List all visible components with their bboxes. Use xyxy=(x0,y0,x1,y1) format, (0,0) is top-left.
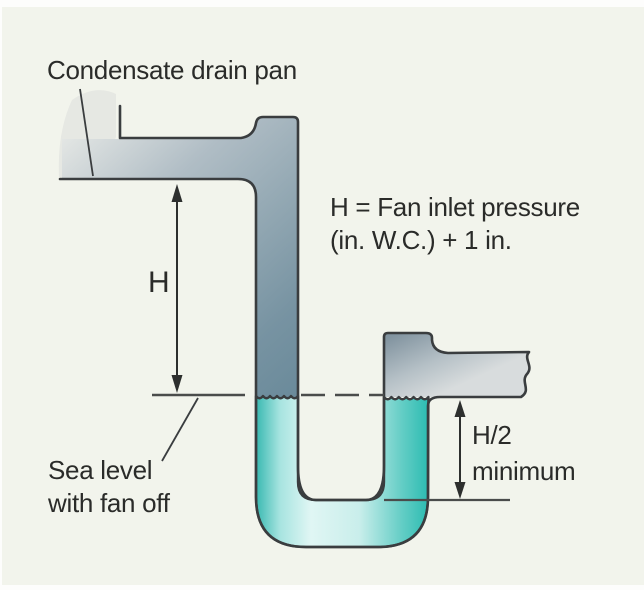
arrow-down-icon xyxy=(171,375,183,393)
h2-label-line1: H/2 xyxy=(472,420,512,450)
arrow-down-icon xyxy=(454,482,466,499)
pipe-outline xyxy=(58,104,531,549)
formula-label-line1: H = Fan inlet pressure xyxy=(330,192,580,222)
drain-pan-leader-line xyxy=(79,88,94,177)
drain-pan-label: Condensate drain pan xyxy=(47,55,297,85)
outlet-pipe-fill xyxy=(384,333,530,397)
h-dimension-arrow xyxy=(171,184,183,393)
formula-label-line2: (in. W.C.) + 1 in. xyxy=(330,225,512,255)
h2-dimension-arrow xyxy=(454,400,466,499)
h-dimension-label: H xyxy=(148,266,169,299)
sea-level-leader-line xyxy=(161,397,199,462)
inlet-pipe-fill xyxy=(62,117,298,398)
arrow-up-icon xyxy=(454,400,466,417)
h2-label-line2: minimum xyxy=(472,456,575,486)
sea-level-label-line1: Sea level xyxy=(48,455,152,485)
arrow-up-icon xyxy=(171,184,183,202)
sea-level-label-line2: with fan off xyxy=(47,488,171,518)
